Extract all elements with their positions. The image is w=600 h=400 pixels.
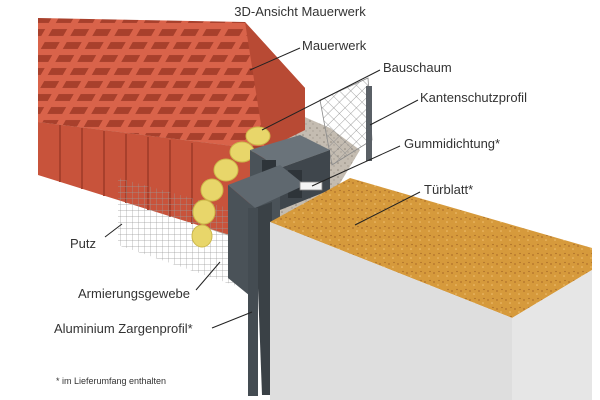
leader-armierungsgewebe [195,261,221,291]
leader-zargenprofil [211,311,253,329]
door-leaf-top-edge [270,178,592,318]
edge-protection-bar [366,86,372,161]
label-bauschaum: Bauschaum [383,60,452,75]
label-armierungsgewebe: Armierungsgewebe [78,286,190,301]
leader-gummidichtung [311,145,401,187]
diagram-title: 3D-Ansicht Mauerwerk [234,4,366,19]
label-gummidichtung: Gummidichtung* [404,136,500,151]
label-mauerwerk: Mauerwerk [302,38,367,53]
rubber-seal [299,181,323,191]
label-kantenschutzprofil: Kantenschutzprofil [420,90,527,105]
brick-wall-top [38,18,305,150]
label-zargenprofil: Aluminium Zargenprofil* [54,321,193,336]
footnote: * im Lieferumfang enthalten [56,376,166,386]
leader-mauerwerk [249,47,301,71]
frame-profile [228,135,330,396]
label-putz: Putz [70,236,96,251]
leader-kantenschutzprofil [369,99,419,126]
door-leaf-face-shade [270,222,512,400]
label-tuerblatt: Türblatt* [424,182,473,197]
leader-tuerblatt [354,191,421,226]
leader-putz [104,223,123,238]
brick-wall-side [245,22,305,150]
leader-bauschaum [261,69,381,131]
expansion-foam [191,126,271,248]
